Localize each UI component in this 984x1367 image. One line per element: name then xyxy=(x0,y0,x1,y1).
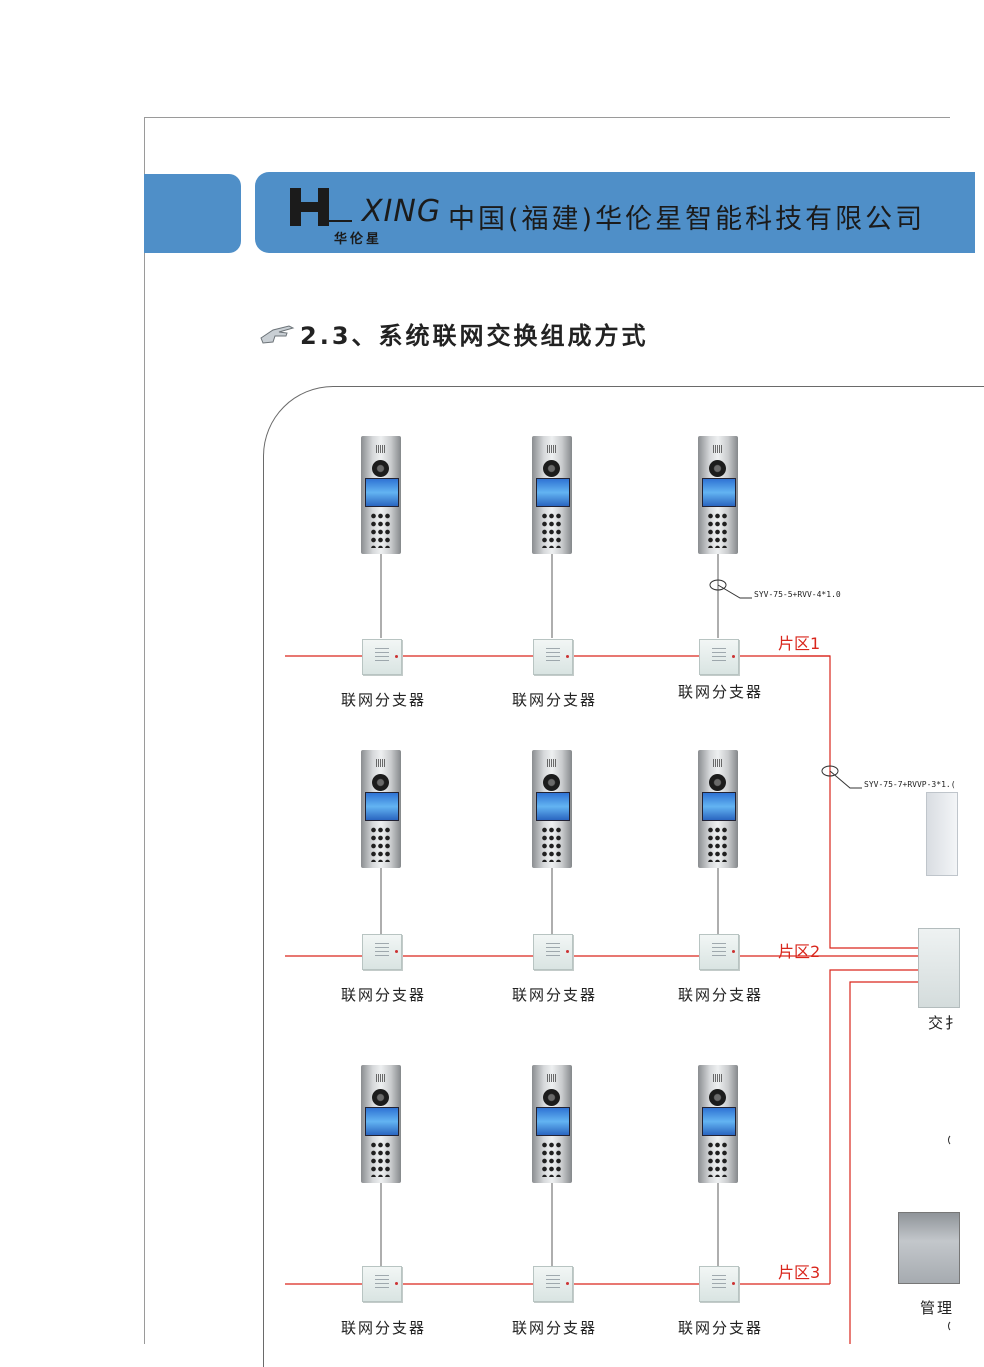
management-console-device xyxy=(898,1212,960,1284)
door-station-panel xyxy=(532,436,572,554)
network-splitter xyxy=(699,934,739,970)
zone-label-3: 片区3 xyxy=(778,1263,821,1282)
cable-markers xyxy=(709,579,951,1331)
network-splitter xyxy=(362,639,402,675)
section-title: 2.3、系统联网交换组成方式 xyxy=(300,322,649,350)
network-splitter xyxy=(699,639,739,675)
splitter-label: 联网分支器 xyxy=(512,691,598,709)
network-splitter xyxy=(533,639,573,675)
company-name: 中国(福建)华伦星智能科技有限公司 xyxy=(448,204,926,235)
splitter-label: 联网分支器 xyxy=(678,1319,764,1337)
network-splitter xyxy=(362,934,402,970)
splitter-label: 联网分支器 xyxy=(341,986,427,1004)
zone-label-1: 片区1 xyxy=(778,634,821,653)
door-station-panel xyxy=(361,436,401,554)
brand-logo-cn: 华伦星 xyxy=(334,232,383,247)
door-station-panel xyxy=(361,1065,401,1183)
page-border-top xyxy=(144,117,950,118)
door-station-panel xyxy=(532,1065,572,1183)
grey-feed-wires xyxy=(380,553,719,1266)
header-left-tab xyxy=(144,174,241,253)
switch-label: 交扌 xyxy=(928,1014,963,1032)
door-station-panel xyxy=(361,750,401,868)
door-station-panel xyxy=(698,750,738,868)
cable-spec-1: SYV-75-5+RVV-4*1.0 xyxy=(754,590,841,599)
network-splitter xyxy=(533,934,573,970)
splitter-label: 联网分支器 xyxy=(341,1319,427,1337)
cable-spec-2: SYV-75-7+RVVP-3*1.( xyxy=(864,780,956,789)
door-station-panel xyxy=(698,436,738,554)
door-station-panel xyxy=(698,1065,738,1183)
splitter-label: 联网分支器 xyxy=(678,683,764,701)
splitter-label: 联网分支器 xyxy=(341,691,427,709)
network-splitter xyxy=(533,1266,573,1302)
page-border-left xyxy=(144,117,145,1344)
wiring-diagram xyxy=(285,553,951,1344)
diagram-frame xyxy=(263,386,984,1367)
splitter-label: 联网分支器 xyxy=(512,986,598,1004)
network-switch-device xyxy=(918,928,960,1008)
header-banner xyxy=(255,172,975,253)
power-supply-device xyxy=(926,792,958,876)
door-station-panel xyxy=(532,750,572,868)
pointing-hand-icon xyxy=(260,325,295,344)
zone-label-2: 片区2 xyxy=(778,942,821,961)
splitter-label: 联网分支器 xyxy=(678,986,764,1004)
management-label: 管理 xyxy=(920,1299,955,1317)
network-splitter xyxy=(362,1266,402,1302)
network-splitter xyxy=(699,1266,739,1302)
splitter-label: 联网分支器 xyxy=(512,1319,598,1337)
brand-h-logo-icon xyxy=(290,188,352,226)
brand-logo-text: XING xyxy=(362,194,442,229)
